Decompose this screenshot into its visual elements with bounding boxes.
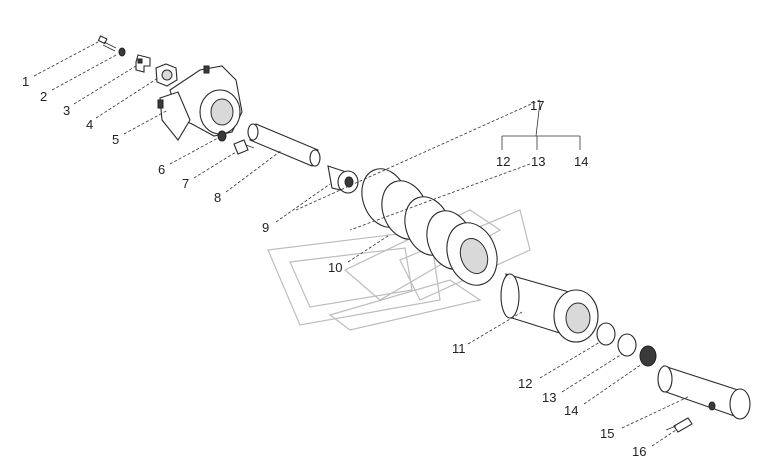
group-callout-13: 13 xyxy=(531,154,545,169)
group-callout-12: 12 xyxy=(496,154,510,169)
part-12-ring xyxy=(596,322,616,346)
callout-3: 3 xyxy=(63,103,70,118)
part-13-ring xyxy=(617,333,637,357)
part-10-spring xyxy=(361,168,498,286)
callout-17: 17 xyxy=(530,98,544,113)
callout-5: 5 xyxy=(112,132,119,147)
part-11-cylinder xyxy=(500,273,599,343)
part-3-bracket xyxy=(135,54,151,73)
callout-13: 13 xyxy=(542,390,556,405)
part-2-lock-washer xyxy=(118,47,126,57)
callout-labels: 1 2 3 4 5 6 7 8 9 10 11 12 13 14 15 16 1… xyxy=(22,74,646,459)
part-16-grease-fitting xyxy=(665,417,693,433)
part-6-washer xyxy=(217,130,227,142)
callout-4: 4 xyxy=(86,117,93,132)
group-callout-14: 14 xyxy=(574,154,588,169)
callout-1: 1 xyxy=(22,74,29,89)
part-7-bolt xyxy=(233,139,255,155)
callout-9: 9 xyxy=(262,220,269,235)
part-14-o-ring xyxy=(639,345,657,367)
callout-2: 2 xyxy=(40,89,47,104)
part-8-shaft xyxy=(247,123,321,167)
part-15-piston-rod xyxy=(657,365,751,420)
part-5-housing xyxy=(157,65,243,141)
callout-6: 6 xyxy=(158,162,165,177)
callout-15: 15 xyxy=(600,426,614,441)
part-1-bolt xyxy=(97,35,117,52)
callout-11: 11 xyxy=(452,341,466,356)
leader-lines xyxy=(33,41,691,447)
callout-16: 16 xyxy=(632,444,646,459)
callout-10: 10 xyxy=(328,260,342,275)
part-9-bushing xyxy=(327,165,359,194)
callout-14: 14 xyxy=(564,403,578,418)
callout-12: 12 xyxy=(518,376,532,391)
callout-8: 8 xyxy=(214,190,221,205)
part-4-nut xyxy=(155,63,178,87)
callout-7: 7 xyxy=(182,176,189,191)
